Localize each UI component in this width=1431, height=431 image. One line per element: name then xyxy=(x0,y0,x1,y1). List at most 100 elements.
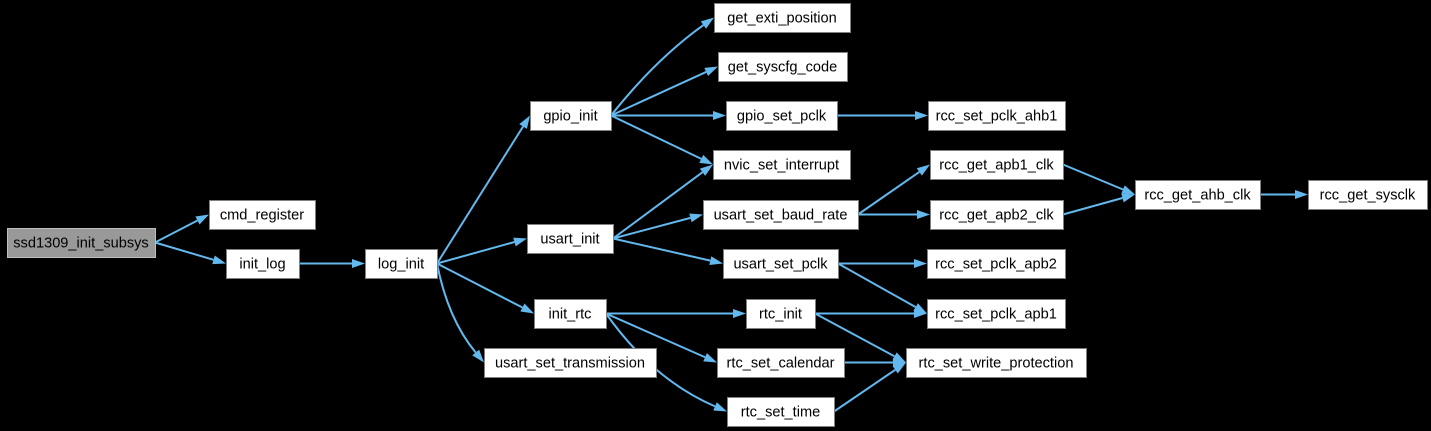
node-box[interactable] xyxy=(930,200,1064,230)
node-box[interactable] xyxy=(727,397,835,427)
graph-node-nvic-set-interrupt[interactable]: nvic_set_interrupt xyxy=(713,150,851,180)
arrowhead-icon xyxy=(195,214,209,225)
node-box[interactable] xyxy=(726,101,838,131)
call-edge xyxy=(436,262,523,309)
arrowhead-icon xyxy=(212,255,226,265)
node-box[interactable] xyxy=(226,249,300,279)
node-label: rcc_get_apb1_clk xyxy=(939,157,1054,173)
node-box[interactable] xyxy=(1135,180,1261,210)
node-box[interactable] xyxy=(718,52,848,82)
node-box[interactable] xyxy=(714,3,851,33)
graph-node-cmd-register[interactable]: cmd_register xyxy=(209,200,316,230)
node-label: nvic_set_interrupt xyxy=(724,157,839,173)
arrowhead-icon xyxy=(472,349,484,363)
arrowhead-icon xyxy=(733,309,746,318)
graph-node-gpio-set-pclk[interactable]: gpio_set_pclk xyxy=(726,101,838,131)
graph-node-rcc-get-apb2-clk[interactable]: rcc_get_apb2_clk xyxy=(930,200,1064,230)
node-label: usart_set_pclk xyxy=(733,256,828,272)
node-label: gpio_init xyxy=(543,108,597,124)
call-edge xyxy=(436,241,515,265)
graph-node-rtc-set-time[interactable]: rtc_set_time xyxy=(727,397,835,427)
node-label: get_exti_position xyxy=(727,10,837,26)
call-edge xyxy=(814,312,896,358)
call-edge xyxy=(857,171,920,216)
node-label: rcc_set_pclk_ahb1 xyxy=(936,108,1058,124)
graph-node-rcc-set-pclk-apb1[interactable]: rcc_set_pclk_apb1 xyxy=(927,299,1066,329)
graph-node-rtc-set-write-protection[interactable]: rtc_set_write_protection xyxy=(906,348,1087,378)
arrowhead-icon xyxy=(519,115,530,129)
call-edge xyxy=(605,312,706,359)
node-box[interactable] xyxy=(530,101,612,131)
node-box[interactable] xyxy=(209,200,316,230)
node-label: rtc_set_time xyxy=(741,404,820,420)
node-label: init_rtc xyxy=(549,306,592,322)
node-box[interactable] xyxy=(746,299,816,329)
call-edge xyxy=(1062,163,1124,191)
graph-node-usart-set-pclk[interactable]: usart_set_pclk xyxy=(723,249,839,279)
call-edge xyxy=(154,241,214,261)
call-edge xyxy=(612,171,704,240)
graph-node-rcc-set-pclk-ahb1[interactable]: rcc_set_pclk_ahb1 xyxy=(928,101,1066,131)
arrowhead-icon xyxy=(914,309,927,318)
node-label: usart_set_baud_rate xyxy=(714,207,848,223)
node-box[interactable] xyxy=(906,348,1087,378)
arrowhead-icon xyxy=(699,154,713,165)
call-edge xyxy=(837,262,917,309)
node-label: rcc_get_apb2_clk xyxy=(939,207,1054,223)
arrowhead-icon xyxy=(520,303,534,314)
graph-node-get-syscfg-code[interactable]: get_syscfg_code xyxy=(718,52,848,82)
graph-node-usart-set-transmission[interactable]: usart_set_transmission xyxy=(484,348,657,378)
arrowhead-icon xyxy=(689,213,703,223)
node-box[interactable] xyxy=(927,249,1066,279)
arrowhead-icon xyxy=(1121,185,1135,195)
node-label: log_init xyxy=(378,256,424,272)
node-box[interactable] xyxy=(717,348,845,378)
arrowhead-icon xyxy=(892,362,906,374)
node-box[interactable] xyxy=(930,150,1064,180)
node-box[interactable] xyxy=(484,348,657,378)
graph-node-rcc-set-pclk-apb2[interactable]: rcc_set_pclk_apb2 xyxy=(927,249,1066,279)
call-edge xyxy=(436,263,477,354)
node-box[interactable] xyxy=(1308,180,1428,210)
graph-node-rcc-get-sysclk[interactable]: rcc_get_sysclk xyxy=(1308,180,1428,210)
graph-node-rcc-get-apb1-clk[interactable]: rcc_get_apb1_clk xyxy=(930,150,1064,180)
call-edge xyxy=(610,24,705,117)
edge-layer xyxy=(154,17,1308,413)
node-label: rtc_set_write_protection xyxy=(919,355,1074,371)
call-edge xyxy=(612,237,711,262)
graph-node-rcc-get-ahb-clk[interactable]: rcc_get_ahb_clk xyxy=(1135,180,1261,210)
graph-node-init-log[interactable]: init_log xyxy=(226,249,300,279)
node-label: rcc_set_pclk_apb1 xyxy=(935,306,1057,322)
graph-node-get-exti-position[interactable]: get_exti_position xyxy=(714,3,851,33)
arrowhead-icon xyxy=(709,256,723,266)
node-box[interactable] xyxy=(365,249,438,279)
node-box[interactable] xyxy=(7,228,156,258)
arrowhead-icon xyxy=(703,353,717,363)
graph-node-log-init[interactable]: log_init xyxy=(365,249,438,279)
graph-node-init-rtc[interactable]: init_rtc xyxy=(534,299,607,329)
node-box[interactable] xyxy=(534,299,607,329)
node-box[interactable] xyxy=(527,224,614,254)
graph-node-usart-init[interactable]: usart_init xyxy=(527,224,614,254)
arrowhead-icon xyxy=(1121,193,1135,203)
call-edge xyxy=(610,114,702,160)
node-box[interactable] xyxy=(713,150,851,180)
node-label: rcc_set_pclk_apb2 xyxy=(935,256,1057,272)
node-label: init_log xyxy=(239,256,285,272)
graph-node-rtc-set-calendar[interactable]: rtc_set_calendar xyxy=(717,348,845,378)
arrowhead-icon xyxy=(513,237,527,247)
graph-node-gpio-init[interactable]: gpio_init xyxy=(530,101,612,131)
graph-node-usart-set-baud-rate[interactable]: usart_set_baud_rate xyxy=(703,200,859,230)
node-box[interactable] xyxy=(723,249,839,279)
node-label: cmd_register xyxy=(220,207,304,223)
node-box[interactable] xyxy=(927,299,1066,329)
node-box[interactable] xyxy=(928,101,1066,131)
arrowhead-icon xyxy=(915,111,928,120)
graph-node-ssd1309-init-subsys[interactable]: ssd1309_init_subsys xyxy=(7,228,156,258)
arrowhead-icon xyxy=(916,164,930,176)
node-box[interactable] xyxy=(703,200,859,230)
arrowhead-icon xyxy=(713,111,726,120)
graph-node-rtc-init[interactable]: rtc_init xyxy=(746,299,816,329)
